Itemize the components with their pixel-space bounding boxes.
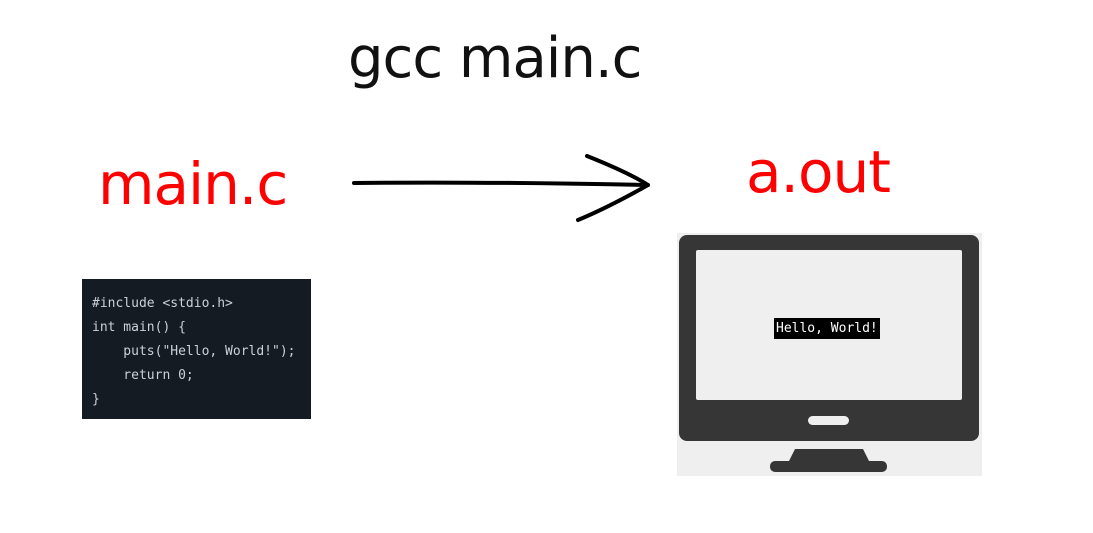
monitor-icon [679, 235, 979, 472]
right-arrow-icon [352, 154, 650, 222]
code-line: #include <stdio.h> [92, 296, 233, 311]
compile-command: gcc main.c [348, 26, 642, 91]
code-line: puts("Hello, World!"); [92, 344, 296, 359]
terminal-prompt-fragment [827, 312, 867, 315]
source-code-panel: #include <stdio.h> int main() { puts("He… [82, 279, 311, 419]
code-line: int main() { [92, 320, 186, 335]
monitor-graphic: Hello, World! [677, 233, 982, 476]
code-line: return 0; [92, 368, 194, 383]
code-line: } [92, 392, 100, 407]
terminal-output-text: Hello, World! [774, 318, 880, 339]
source-filename-label: main.c [98, 150, 288, 218]
output-filename-label: a.out [746, 138, 891, 206]
